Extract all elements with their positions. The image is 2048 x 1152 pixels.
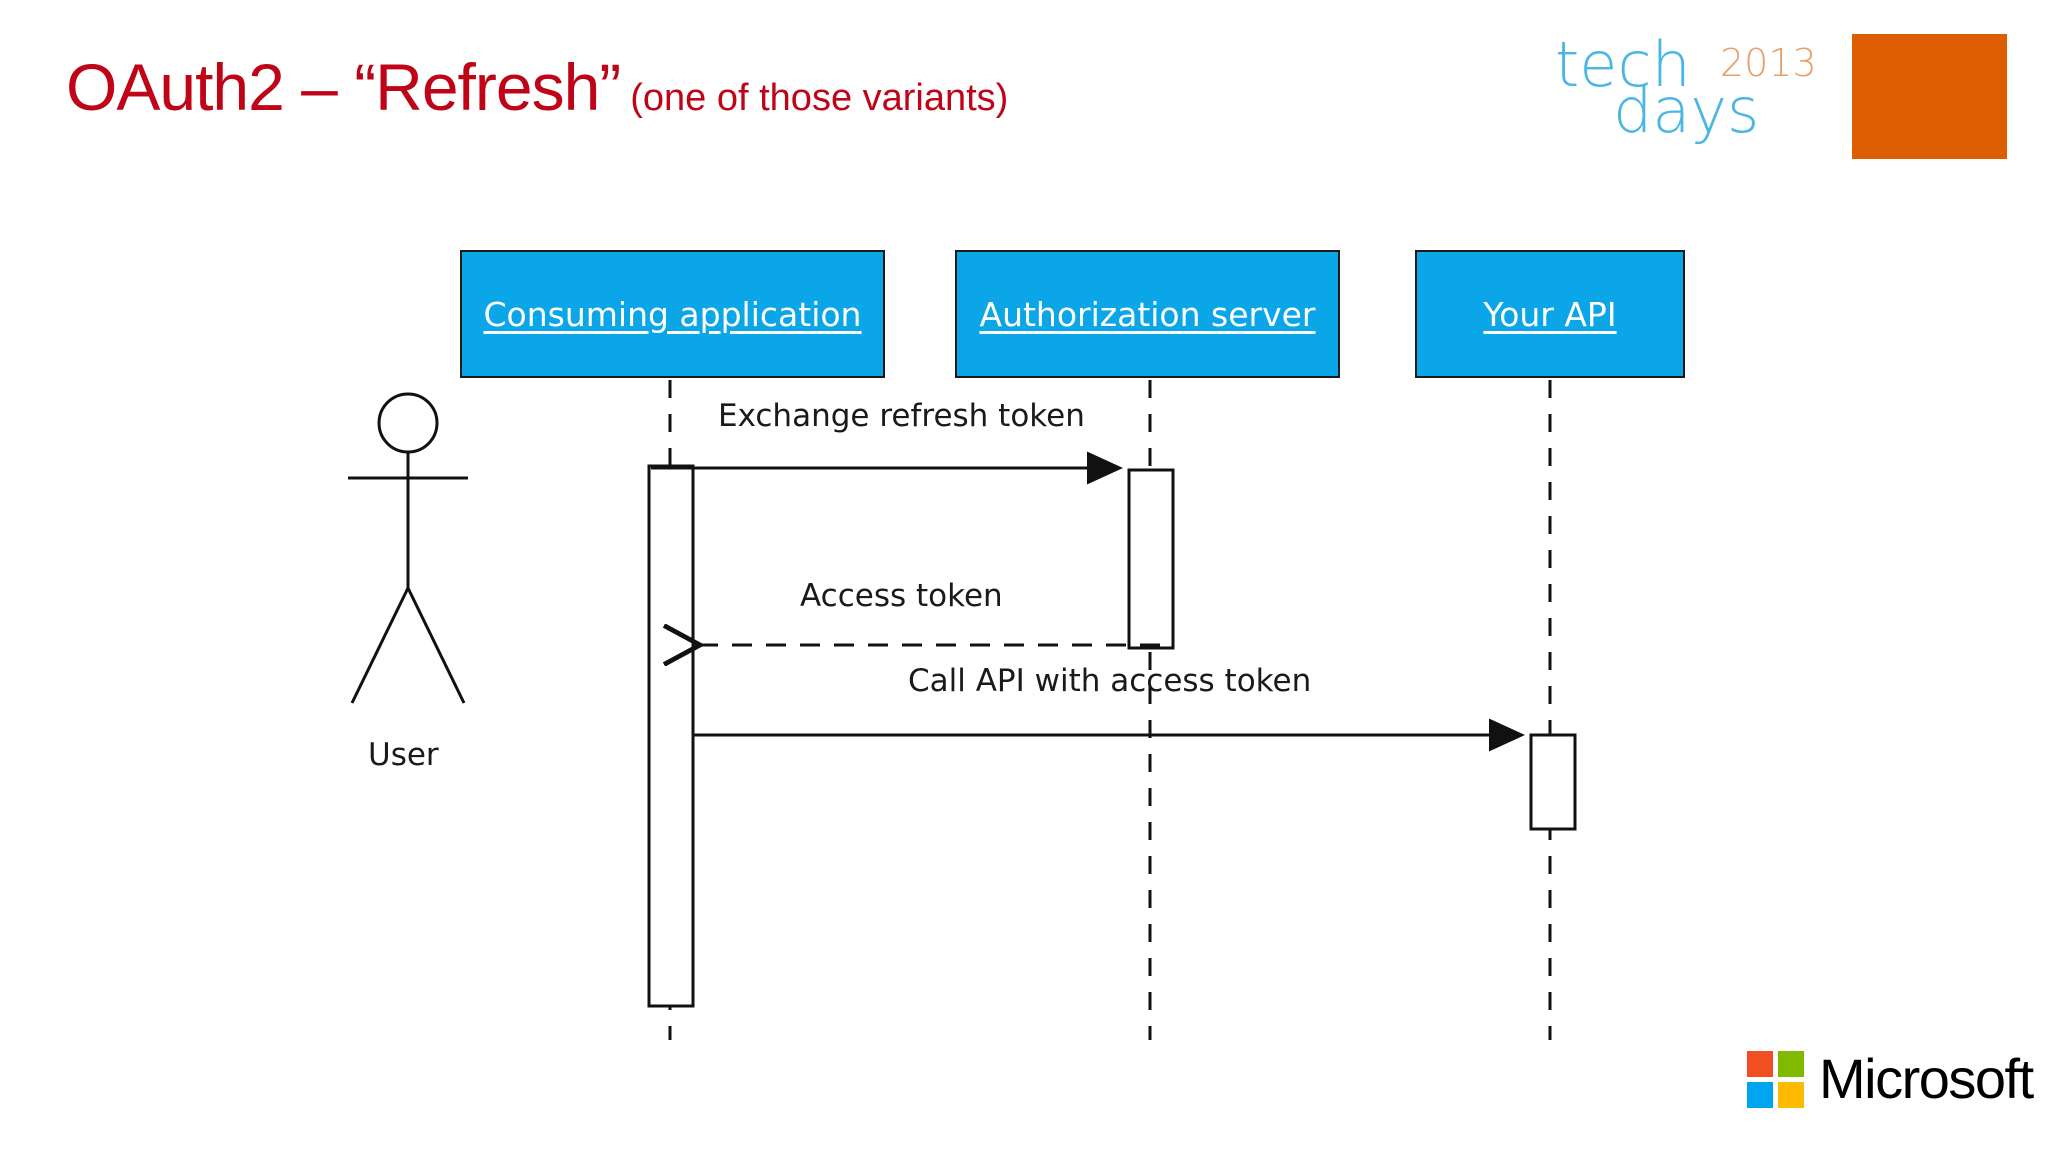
microsoft-wordmark: Microsoft — [1819, 1047, 2034, 1110]
microsoft-square-top-right — [1778, 1051, 1804, 1077]
activation-bar-your-api — [1529, 733, 1577, 831]
microsoft-logo: Microsoft — [1747, 1047, 2034, 1119]
participant-label-consuming-application: Consuming application — [483, 294, 862, 334]
participant-box-authorization-server[interactable]: Authorization server — [955, 250, 1340, 378]
techdays-logo-tech-text: tech — [1555, 28, 1691, 101]
page-title-subtitle: (one of those variants) — [630, 77, 1009, 119]
microsoft-square-bottom-right — [1778, 1082, 1804, 1108]
page-title-main: OAuth2 – “Refresh” — [66, 50, 621, 124]
microsoft-logo-squares-icon — [1747, 1051, 1805, 1109]
participant-label-authorization-server: Authorization server — [979, 294, 1316, 334]
message-label-exchange-refresh-token: Exchange refresh token — [718, 398, 1085, 434]
actor-label-user: User — [368, 737, 439, 773]
participant-label-your-api: Your API — [1483, 294, 1617, 334]
techdays-logo: tech 2013 days — [1555, 28, 2015, 159]
message-label-call-api-with-access-token: Call API with access token — [908, 663, 1312, 699]
microsoft-square-top-left — [1747, 1051, 1773, 1077]
participant-box-consuming-application[interactable]: Consuming application — [460, 250, 885, 378]
actor-user-figure — [348, 392, 468, 704]
microsoft-square-bottom-left — [1747, 1082, 1773, 1108]
message-label-access-token: Access token — [800, 578, 1003, 614]
page-title: OAuth2 – “Refresh”(one of those variants… — [66, 54, 1008, 120]
participant-box-your-api[interactable]: Your API — [1415, 250, 1685, 378]
techdays-logo-year-text: 2013 — [1720, 41, 1817, 85]
activation-bar-consuming-application — [647, 464, 695, 1008]
techdays-logo-days-text: days — [1613, 74, 1760, 147]
activation-bar-authorization-server — [1127, 468, 1175, 650]
techdays-logo-orange-square — [1852, 34, 2007, 159]
